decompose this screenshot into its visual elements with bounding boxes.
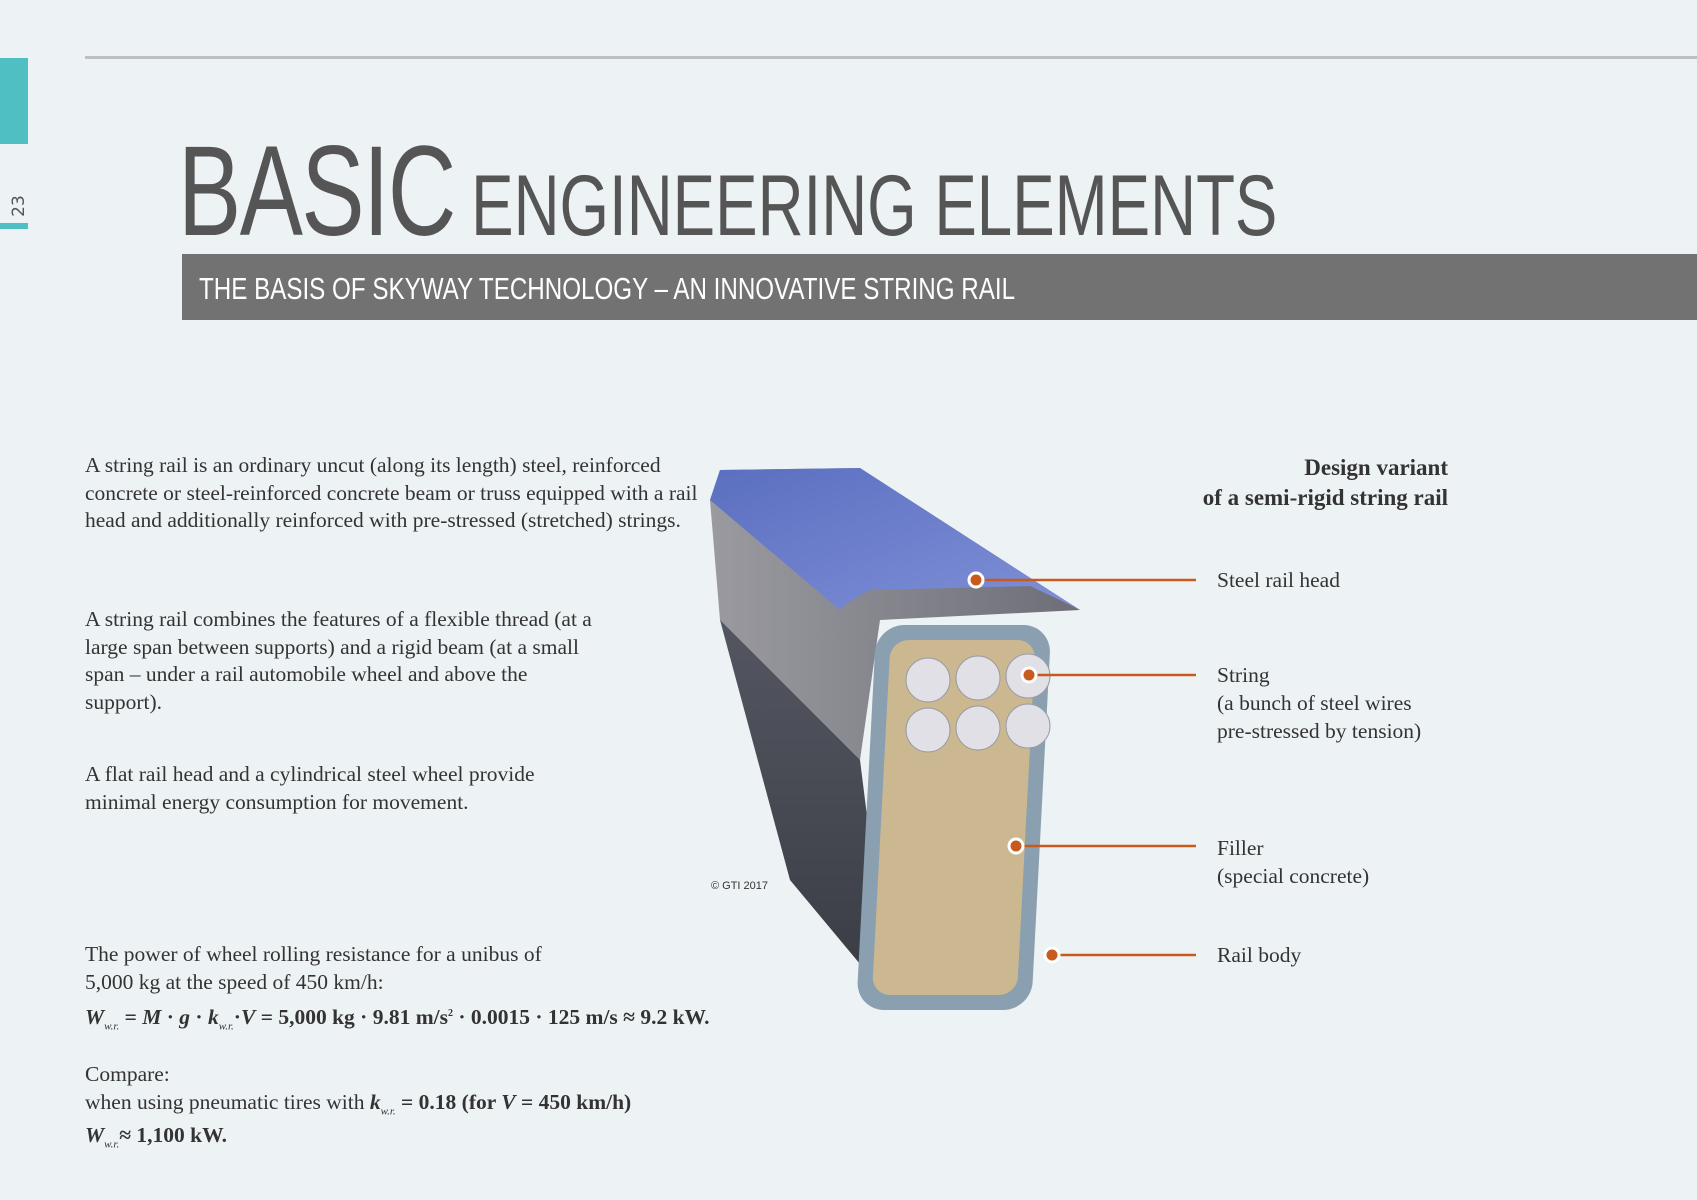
label-steel-rail-head: Steel rail head: [1217, 568, 1340, 592]
label-filler: Filler (special concrete): [1217, 836, 1370, 888]
page-number-underline: [0, 223, 28, 229]
page-number: 23: [8, 195, 29, 217]
label-string: String (a bunch of steel wires pre-stres…: [1217, 663, 1422, 743]
compare-result: Ww.r.≈ 1,100 kW.: [85, 1123, 228, 1151]
title-big: BASIC: [178, 120, 456, 263]
copyright: © GTI 2017: [711, 880, 769, 892]
paragraph-2: A string rail combines the features of a…: [85, 607, 592, 714]
formula-intro: The power of wheel rolling resistance fo…: [85, 942, 542, 994]
formula-line: Ww.r. = M · g · kw.r.·V = 5,000 kg · 9.8…: [85, 1005, 710, 1033]
rail-head-top: [710, 468, 1080, 610]
title-rest: ENGINEERING ELEMENTS: [471, 158, 1278, 254]
filler-concrete-icon: [872, 640, 1035, 995]
top-divider: [85, 56, 1697, 59]
string-rail-illustration: [710, 468, 1080, 1010]
compare-label: Compare:: [85, 1062, 170, 1086]
subtitle-banner: THE BASIS OF SKYWAY TECHNOLOGY – AN INNO…: [182, 254, 1697, 320]
paragraph-1: A string rail is an ordinary uncut (alon…: [85, 453, 698, 533]
paragraph-3: A flat rail head and a cylindrical steel…: [85, 762, 535, 814]
compare-line: when using pneumatic tires with kw.r. = …: [85, 1090, 632, 1118]
subtitle-text: THE BASIS OF SKYWAY TECHNOLOGY – AN INNO…: [199, 271, 1016, 306]
label-rail-body: Rail body: [1217, 943, 1302, 967]
page-tab-marker: [0, 58, 28, 144]
